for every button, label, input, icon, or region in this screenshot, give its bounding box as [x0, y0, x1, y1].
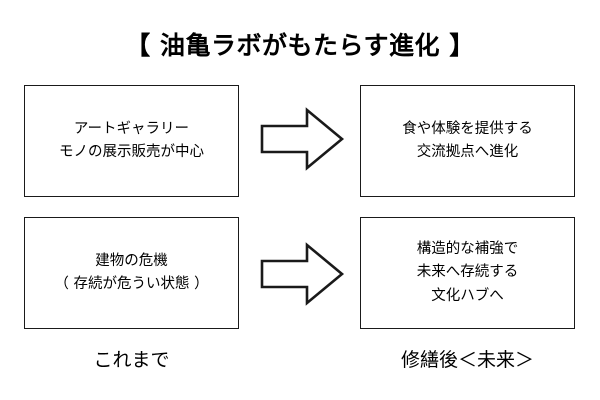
box-future-state-hub: 食や体験を提供する 交流拠点へ進化 — [360, 85, 575, 197]
caption-after: 修繕後＜未来＞ — [400, 349, 534, 371]
box-line: 建物の危機 — [95, 252, 168, 269]
box-current-state-crisis: 建物の危機 （ 存続が危うい状態 ） — [24, 217, 239, 329]
box-current-state-gallery: アートギャラリー モノの展示販売が中心 — [24, 85, 239, 197]
right-arrow-icon — [259, 241, 345, 307]
box-line: 文化ハブへ — [431, 287, 504, 304]
box-line: 未来へ存続する — [416, 264, 519, 281]
box-line: （ 存続が危うい状態 ） — [54, 276, 209, 292]
box-line: 交流拠点へ進化 — [416, 144, 519, 160]
box-line: 構造的な補強で — [416, 240, 519, 257]
box-future-state-culture: 構造的な補強で 未来へ存続する 文化ハブへ — [360, 217, 575, 329]
box-line: 食や体験を提供する — [402, 120, 533, 137]
page-title: 【 油亀ラボがもたらす進化 】 — [125, 31, 475, 60]
box-line: アートギャラリー — [73, 120, 190, 137]
caption-before: これまで — [93, 349, 170, 371]
right-arrow-icon — [259, 106, 345, 172]
box-line: モノの展示販売が中心 — [59, 144, 204, 160]
